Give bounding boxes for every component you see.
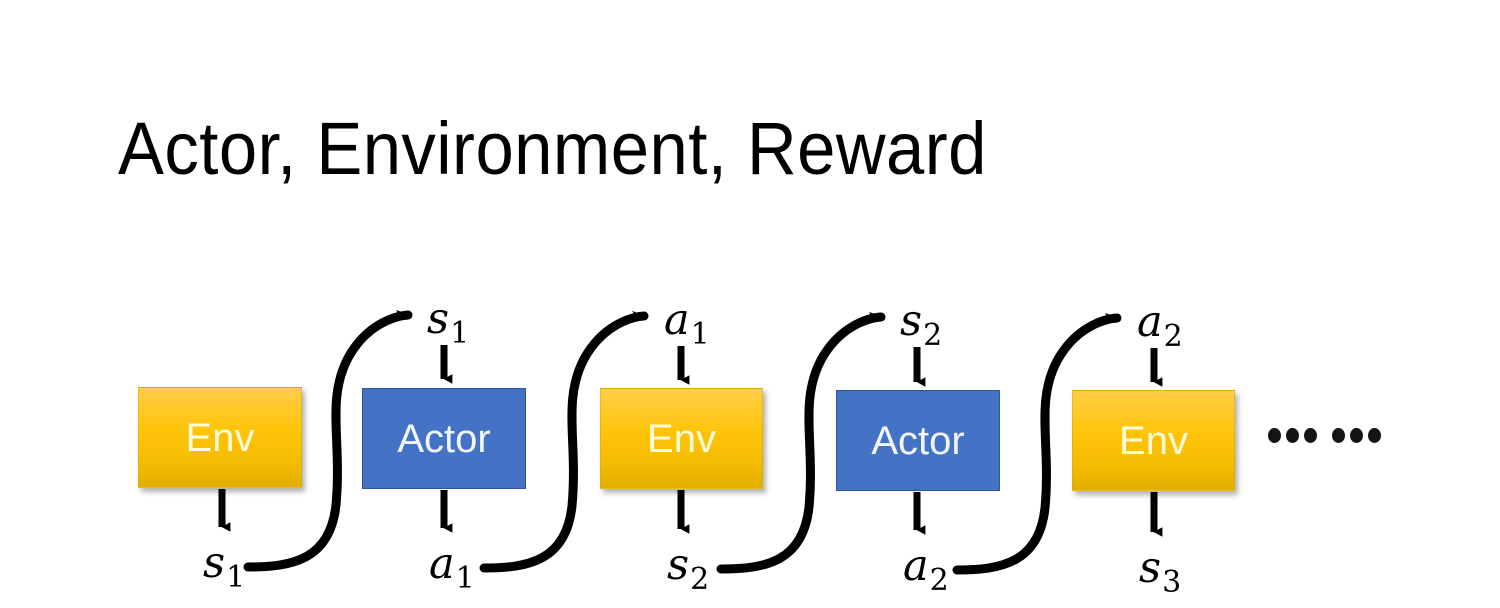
page-title: Actor, Environment, Reward <box>118 107 987 190</box>
symbol-base: a <box>903 541 929 591</box>
ellipsis-dot <box>1286 428 1299 443</box>
node-env-3[interactable]: Env <box>1072 390 1235 491</box>
down-arrow-group <box>218 345 1163 537</box>
symbol-subscript: 1 <box>455 561 475 596</box>
ellipsis-dot <box>1304 428 1317 443</box>
node-label: Actor <box>397 416 491 461</box>
symbol-subscript: 2 <box>929 563 949 598</box>
symbol-base: s <box>203 538 226 588</box>
label-bottom-s3: s3 <box>1139 547 1181 598</box>
label-bottom-s2: s2 <box>667 544 709 595</box>
symbol-subscript: 1 <box>226 560 246 595</box>
feedback-curve-group <box>243 309 1122 575</box>
symbol-base: s <box>667 540 690 590</box>
node-actor-2[interactable]: Actor <box>836 390 1000 491</box>
label-bottom-a1: a1 <box>429 543 475 594</box>
symbol-subscript: 1 <box>690 317 710 352</box>
symbol-subscript: 3 <box>1162 565 1182 600</box>
curve-a1-feedback <box>479 310 649 573</box>
symbol-base: a <box>664 295 690 345</box>
symbol-base: a <box>429 539 455 589</box>
symbol-base: s <box>1139 543 1162 593</box>
trailing-ellipsis <box>1268 428 1381 443</box>
ellipsis-gap <box>1322 435 1327 436</box>
node-label: Actor <box>871 418 965 463</box>
node-env-1[interactable]: Env <box>138 387 302 488</box>
label-top-a2: a2 <box>1137 301 1183 352</box>
node-actor-1[interactable]: Actor <box>362 388 526 489</box>
node-label: Env <box>1119 418 1188 463</box>
symbol-base: s <box>900 296 923 346</box>
curve-s1-feedback <box>243 309 413 572</box>
symbol-base: a <box>1137 297 1163 347</box>
label-top-s1: s1 <box>427 298 469 349</box>
symbol-subscript: 2 <box>690 562 710 597</box>
symbol-subscript: 2 <box>923 318 943 353</box>
label-bottom-s1: s1 <box>203 542 245 593</box>
label-top-s2: s2 <box>900 300 942 351</box>
node-label: Env <box>185 415 255 460</box>
symbol-subscript: 2 <box>1163 319 1183 354</box>
label-bottom-a2: a2 <box>903 545 949 596</box>
label-top-a1: a1 <box>664 299 710 350</box>
symbol-subscript: 1 <box>450 316 470 351</box>
node-env-2[interactable]: Env <box>600 388 763 489</box>
curve-s2-feedback <box>716 311 886 574</box>
symbol-base: s <box>427 294 450 344</box>
ellipsis-dot <box>1268 428 1281 443</box>
ellipsis-dot <box>1368 428 1381 443</box>
node-label: Env <box>647 416 716 461</box>
ellipsis-dot <box>1350 428 1363 443</box>
curve-a2-feedback <box>952 312 1122 575</box>
ellipsis-dot <box>1332 428 1345 443</box>
